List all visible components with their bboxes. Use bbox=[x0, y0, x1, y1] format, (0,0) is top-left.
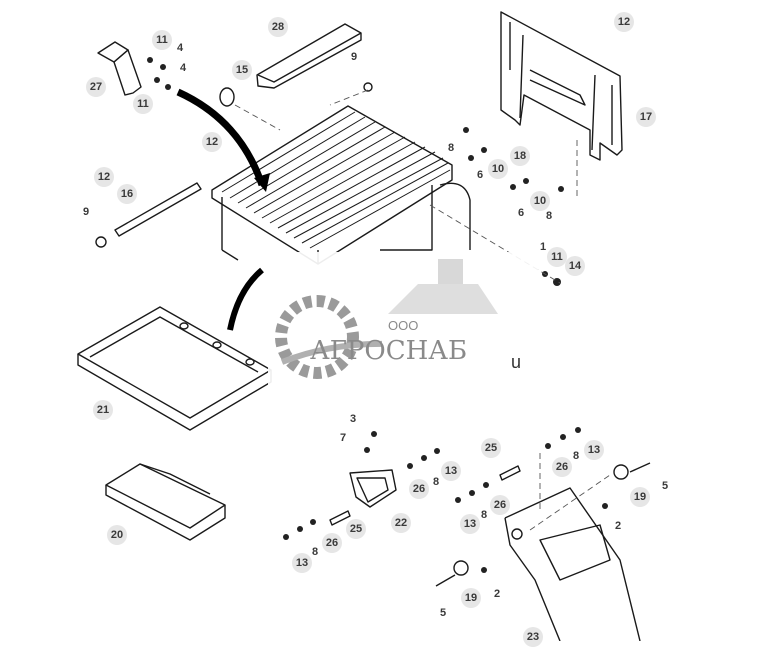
washer-9-top bbox=[363, 82, 373, 92]
part-callout-3[interactable]: 3 bbox=[349, 413, 357, 425]
part-callout-13[interactable]: 13 bbox=[584, 440, 604, 460]
part-callout-27[interactable]: 27 bbox=[86, 77, 106, 97]
hardware-nuts bbox=[147, 57, 608, 573]
part-callout-9[interactable]: 9 bbox=[82, 206, 90, 218]
bolt-5 bbox=[629, 462, 651, 473]
tray-20 bbox=[105, 463, 226, 541]
part-callout-28[interactable]: 28 bbox=[268, 17, 288, 37]
part-callout-26[interactable]: 26 bbox=[409, 479, 429, 499]
part-callout-1[interactable]: 1 bbox=[539, 241, 547, 253]
part-callout-2[interactable]: 2 bbox=[614, 520, 622, 532]
bushing-19 bbox=[613, 464, 629, 480]
part-callout-13[interactable]: 13 bbox=[292, 553, 312, 573]
watermark-company-name: АГРОСНАБ bbox=[310, 336, 468, 366]
part-callout-2[interactable]: 2 bbox=[493, 588, 501, 600]
bar-28 bbox=[256, 23, 362, 89]
plate-22 bbox=[349, 469, 397, 508]
bushing-19-lower bbox=[453, 560, 469, 576]
part-callout-10[interactable]: 10 bbox=[530, 191, 550, 211]
part-callout-5[interactable]: 5 bbox=[661, 480, 669, 492]
part-callout-23[interactable]: 23 bbox=[523, 627, 543, 647]
part-callout-5[interactable]: 5 bbox=[439, 607, 447, 619]
part-callout-8[interactable]: 8 bbox=[480, 509, 488, 521]
part-callout-4[interactable]: 4 bbox=[179, 62, 187, 74]
part-callout-7[interactable]: 7 bbox=[339, 432, 347, 444]
assembly-arrow-middle bbox=[227, 267, 264, 331]
part-callout-13[interactable]: 13 bbox=[441, 461, 461, 481]
bolt-5-lower bbox=[435, 574, 456, 587]
part-callout-8[interactable]: 8 bbox=[545, 210, 553, 222]
part-callout-21[interactable]: 21 bbox=[93, 400, 113, 420]
part-callout-10[interactable]: 10 bbox=[488, 159, 508, 179]
part-callout-9[interactable]: 9 bbox=[350, 51, 358, 63]
part-callout-26[interactable]: 26 bbox=[322, 533, 342, 553]
watermark-prefix: ООО bbox=[388, 318, 419, 333]
bracket-plate-17 bbox=[500, 11, 623, 161]
part-callout-22[interactable]: 22 bbox=[391, 513, 411, 533]
combine-harvester-icon bbox=[388, 259, 498, 314]
frame-23 bbox=[504, 487, 641, 641]
watermark-suffix: u bbox=[511, 352, 522, 372]
part-callout-14[interactable]: 14 bbox=[565, 256, 585, 276]
gear-logo-icon bbox=[275, 295, 382, 379]
bracket-27 bbox=[97, 41, 142, 96]
part-callout-11[interactable]: 11 bbox=[152, 30, 172, 50]
part-callout-12[interactable]: 12 bbox=[94, 167, 114, 187]
part-callout-25[interactable]: 25 bbox=[481, 438, 501, 458]
pin-25-right bbox=[499, 465, 521, 481]
part-callout-20[interactable]: 20 bbox=[107, 525, 127, 545]
part-callout-13[interactable]: 13 bbox=[460, 514, 480, 534]
watermark-panel bbox=[268, 252, 538, 392]
part-callout-26[interactable]: 26 bbox=[552, 457, 572, 477]
part-callout-6[interactable]: 6 bbox=[517, 207, 525, 219]
part-callout-4[interactable]: 4 bbox=[176, 42, 184, 54]
part-callout-11[interactable]: 11 bbox=[547, 247, 567, 267]
part-callout-8[interactable]: 8 bbox=[432, 476, 440, 488]
part-callout-8[interactable]: 8 bbox=[447, 142, 455, 154]
assembly-arrow-top bbox=[176, 88, 266, 187]
part-callout-19[interactable]: 19 bbox=[630, 487, 650, 507]
part-callout-17[interactable]: 17 bbox=[636, 107, 656, 127]
part-callout-15[interactable]: 15 bbox=[232, 60, 252, 80]
part-callout-26[interactable]: 26 bbox=[490, 495, 510, 515]
part-callout-25[interactable]: 25 bbox=[346, 519, 366, 539]
part-callout-12[interactable]: 12 bbox=[614, 12, 634, 32]
part-callout-11[interactable]: 11 bbox=[133, 94, 153, 114]
washer-9 bbox=[95, 236, 107, 248]
part-callout-18[interactable]: 18 bbox=[510, 146, 530, 166]
part-callout-8[interactable]: 8 bbox=[572, 450, 580, 462]
part-callout-16[interactable]: 16 bbox=[117, 184, 137, 204]
part-callout-12[interactable]: 12 bbox=[202, 132, 222, 152]
toolbox-with-step-grating bbox=[211, 105, 471, 265]
part-callout-6[interactable]: 6 bbox=[476, 169, 484, 181]
pin-25 bbox=[329, 510, 351, 526]
rod-16 bbox=[114, 182, 202, 237]
part-callout-19[interactable]: 19 bbox=[461, 588, 481, 608]
part-callout-8[interactable]: 8 bbox=[311, 546, 319, 558]
washer-15 bbox=[219, 87, 235, 107]
